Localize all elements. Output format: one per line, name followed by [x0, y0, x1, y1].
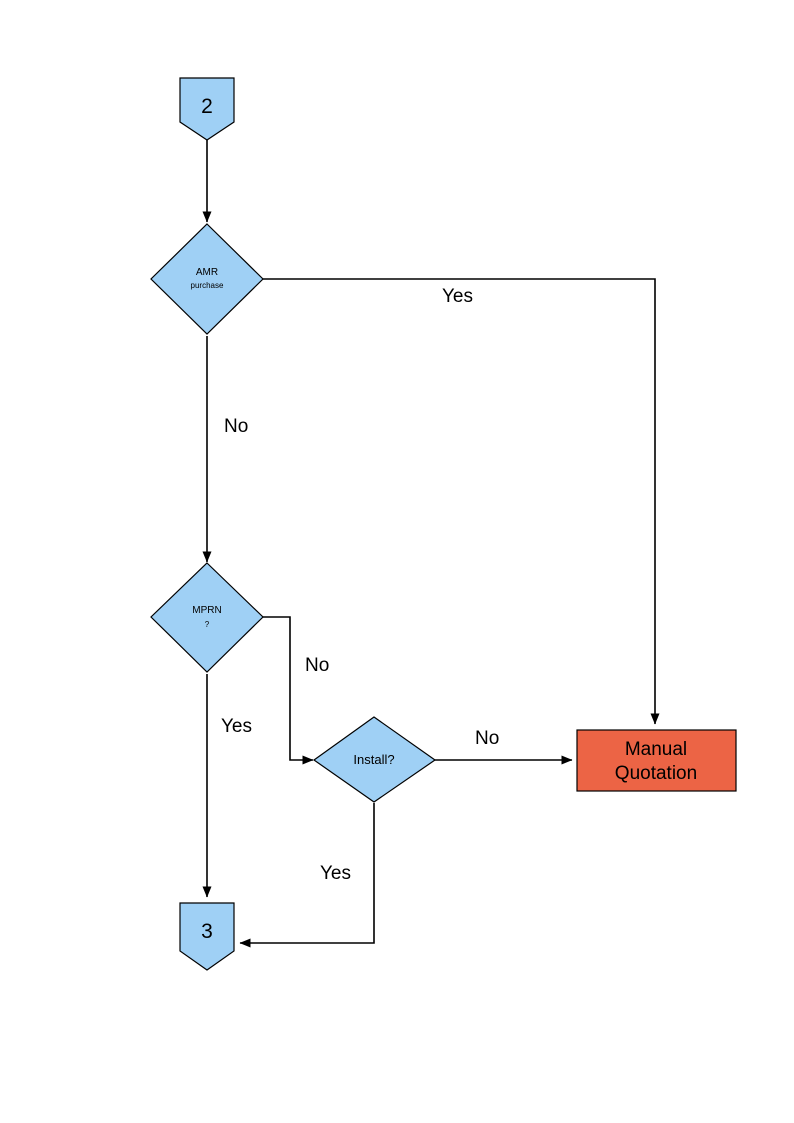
node-process-manual-quotation[interactable]: Manual Quotation: [576, 729, 737, 792]
edge-amr-yes: Yes: [263, 278, 660, 725]
node-decision-install[interactable]: Install?: [312, 716, 437, 803]
edge-install-yes-line: [239, 803, 375, 948]
edge-label-install-no: No: [475, 728, 499, 749]
process-manual-quotation-label-line1: Manual: [625, 739, 687, 760]
edge-mprn-yes: Yes: [202, 674, 252, 898]
decision-install-label: Install?: [353, 752, 394, 767]
connector-3-label: 3: [201, 920, 213, 943]
decision-mprn-label-line2: ?: [205, 620, 210, 629]
process-manual-quotation-shape[interactable]: [576, 729, 737, 792]
edge-install-yes: Yes: [239, 803, 375, 948]
decision-amr-purchase-label-line2: purchase: [191, 281, 224, 290]
node-decision-mprn[interactable]: MPRN ?: [150, 562, 264, 673]
edge-amr-yes-line: [263, 278, 660, 725]
connector-3-shape[interactable]: [179, 902, 235, 971]
node-connector-3[interactable]: 3: [179, 902, 235, 971]
edge-label-install-yes: Yes: [320, 863, 351, 884]
connector-2-shape[interactable]: [179, 77, 235, 141]
edge-mprn-no: No: [263, 616, 329, 765]
edge-mprn-no-line: [263, 616, 314, 765]
node-decision-amr-purchase[interactable]: AMR purchase: [150, 223, 264, 335]
edge-label-amr-yes: Yes: [442, 286, 473, 307]
process-manual-quotation-label-line2: Quotation: [615, 763, 697, 784]
edge-install-no: No: [435, 728, 573, 765]
node-connector-2[interactable]: 2: [179, 77, 235, 141]
edge-amr-no: No: [202, 336, 248, 563]
decision-mprn-label-line1: MPRN: [192, 605, 221, 616]
edge-label-amr-no: No: [224, 416, 248, 437]
edge-label-mprn-no: No: [305, 655, 329, 676]
edge-label-mprn-yes: Yes: [221, 716, 252, 737]
decision-amr-purchase-label-line1: AMR: [196, 267, 218, 278]
decision-install-shape[interactable]: [312, 716, 437, 803]
connector-2-label: 2: [201, 95, 213, 118]
decision-mprn-shape[interactable]: [150, 562, 264, 673]
decision-amr-purchase-shape[interactable]: [150, 223, 264, 335]
